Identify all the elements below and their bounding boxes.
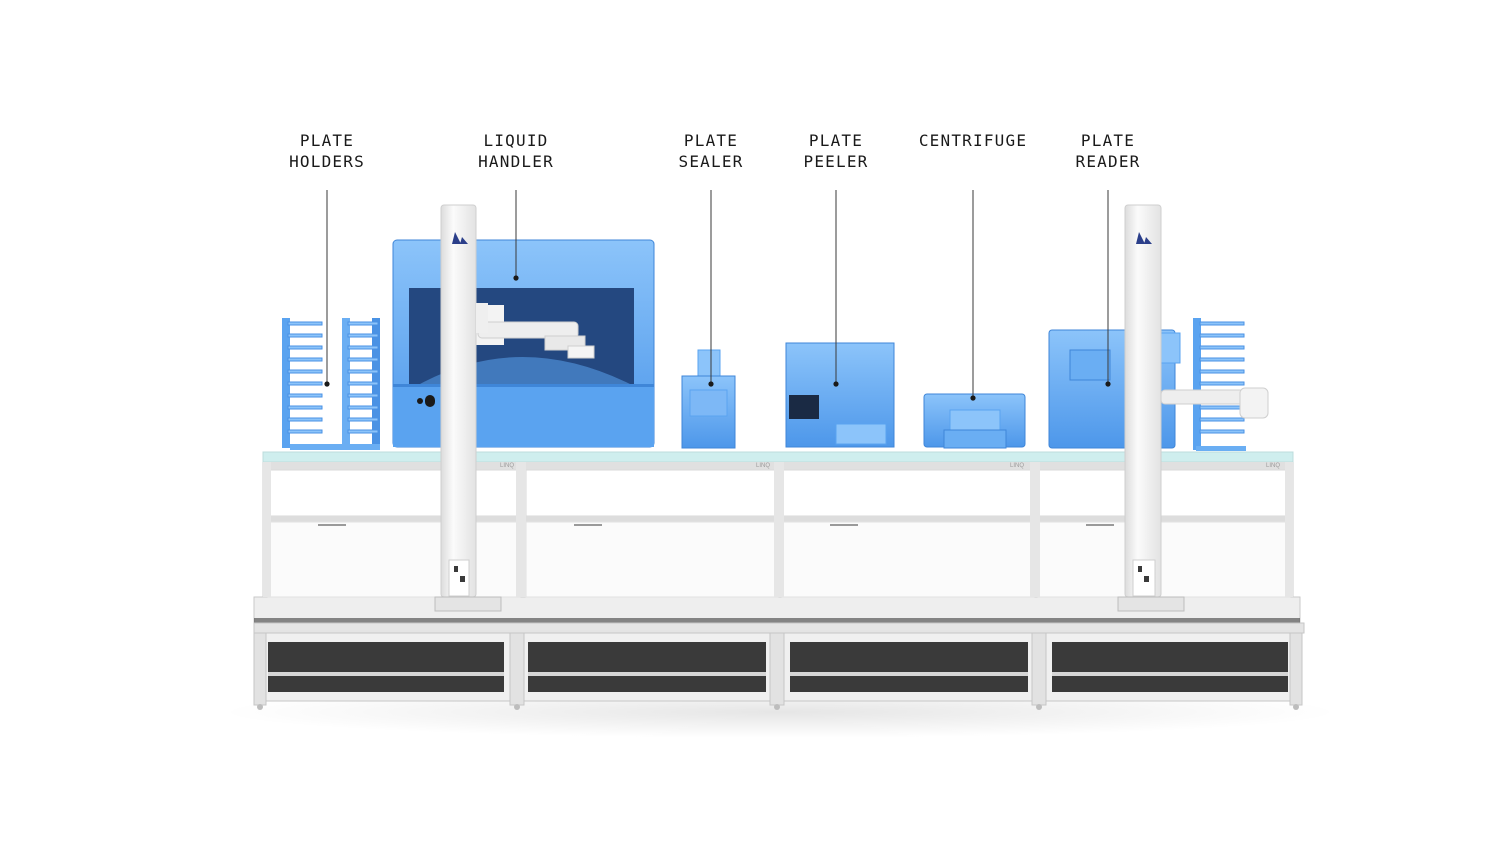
robot-arm-left — [434, 204, 502, 612]
plate-holder-racks — [282, 318, 380, 450]
label-plate-sealer: PLATE SEALER — [611, 130, 811, 172]
centrifuge-device — [923, 393, 1026, 449]
robot-arm-right — [1117, 204, 1269, 612]
plate-holder-rack-right — [1193, 318, 1246, 451]
callout-leaders — [324, 190, 1111, 401]
plate-sealer-device — [681, 349, 736, 449]
label-line: PLATE — [299, 131, 355, 150]
leader-dot-plate-peeler — [833, 381, 839, 387]
label-plate-holders: PLATE HOLDERS — [227, 130, 427, 172]
label-line: LIQUID — [483, 131, 549, 150]
leader-dot-plate-reader — [1105, 381, 1111, 387]
triangle-logo-icon — [1136, 232, 1152, 244]
plate-peeler-device — [785, 342, 895, 448]
label-line: HANDLER — [478, 152, 554, 171]
label-plate-peeler: PLATE PEELER — [736, 130, 936, 172]
label-line: PLATE — [683, 131, 739, 150]
triangle-logo-icon — [452, 232, 468, 244]
leader-dot-centrifuge — [970, 395, 976, 401]
leader-dot-plate-holders — [324, 381, 330, 387]
bench-modules — [262, 451, 1294, 598]
label-centrifuge: CENTRIFUGE — [873, 130, 1073, 151]
label-line: READER — [1075, 152, 1141, 171]
label-line: HOLDERS — [289, 152, 365, 171]
leader-dot-liquid-handler — [513, 275, 519, 281]
label-line: PLATE — [1080, 131, 1136, 150]
bench-base — [253, 596, 1305, 710]
label-line: PLATE — [808, 131, 864, 150]
liquid-handler-device — [392, 239, 655, 448]
label-plate-reader: PLATE READER — [1008, 130, 1208, 172]
label-liquid-handler: LIQUID HANDLER — [416, 130, 616, 172]
leader-dot-plate-sealer — [708, 381, 714, 387]
label-line: CENTRIFUGE — [918, 131, 1028, 150]
label-line: SEALER — [678, 152, 744, 171]
label-line: PEELER — [803, 152, 869, 171]
